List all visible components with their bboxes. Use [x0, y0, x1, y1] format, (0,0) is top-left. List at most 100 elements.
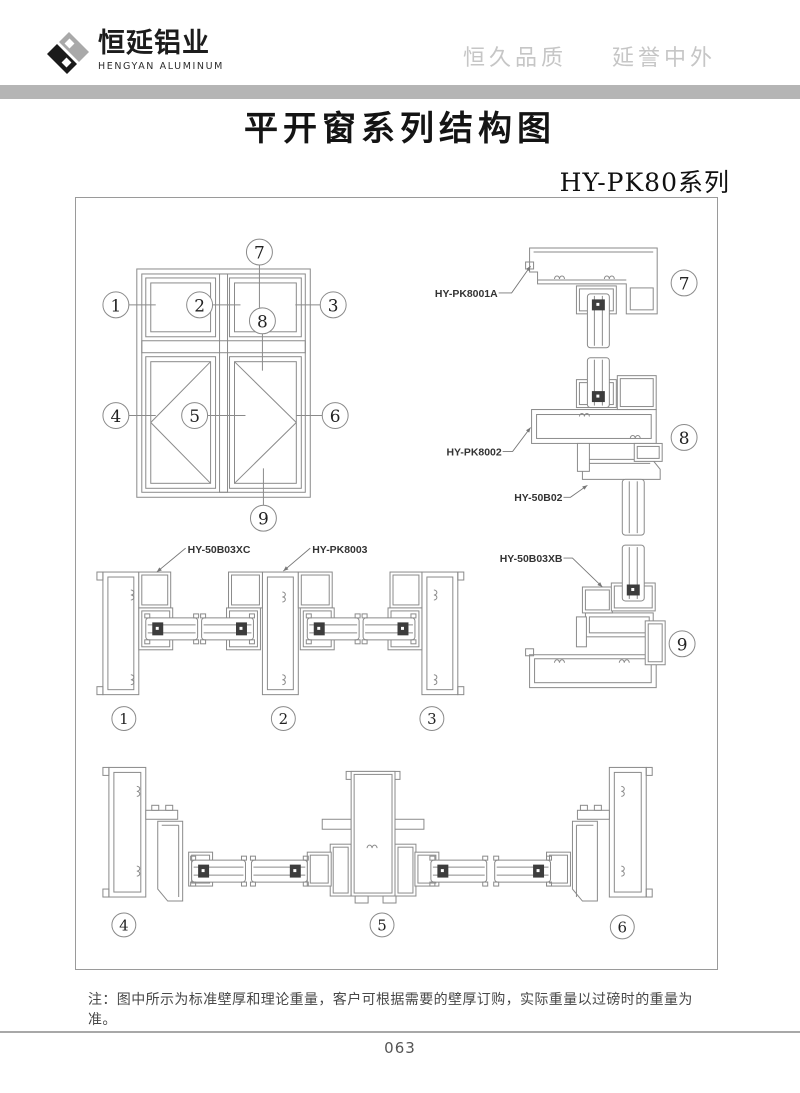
profile-code-label: HY-PK8002 [446, 447, 501, 458]
upper-right-pane [229, 277, 302, 338]
sash-profile-4 [157, 820, 184, 902]
gasket [248, 639, 255, 645]
gasket [305, 613, 312, 619]
callout-number: 8 [679, 428, 690, 448]
callout-circle [369, 912, 395, 938]
squiggle-clip [603, 275, 615, 280]
callout-number: 9 [677, 634, 688, 654]
frame-hook [96, 571, 104, 581]
sill-channel-profile [529, 654, 657, 689]
frame-profile [616, 375, 657, 411]
slogan-right: 延誉中外 [612, 46, 717, 71]
callout-circle [670, 423, 698, 451]
leader-arrow [525, 427, 531, 433]
frame-hook [102, 888, 110, 898]
sill-hook [525, 648, 535, 657]
right-open-symbol [234, 361, 297, 423]
leader-arrow [283, 566, 289, 572]
callout-circle [670, 269, 698, 297]
gasket [193, 613, 200, 619]
callout-number: 6 [618, 918, 628, 936]
transom-bar [141, 340, 306, 354]
profile-code-label: HY-50B03XC [188, 545, 251, 556]
gasket [361, 639, 368, 645]
gasket [429, 855, 436, 861]
gasket [190, 855, 197, 861]
label-leader-line [283, 547, 311, 572]
frame-hook [457, 686, 465, 696]
upper-left-pane [145, 277, 217, 338]
brand-logo-icon [47, 32, 89, 74]
head-frame-profile [529, 247, 658, 315]
callout-number: 7 [254, 243, 265, 263]
callout-number: 5 [189, 406, 200, 426]
callout-circle [321, 402, 349, 429]
frame-profile [354, 895, 369, 904]
gasket [305, 639, 312, 645]
frame-profile [138, 571, 172, 609]
mullion-bar [219, 273, 229, 493]
callout-number: 2 [194, 295, 205, 315]
profile-sections [96, 247, 666, 904]
callout-circle [609, 914, 635, 940]
frame-profile [165, 804, 174, 811]
gasket [200, 639, 207, 645]
window-elevation [136, 268, 311, 498]
label-leader-line [563, 557, 603, 588]
frame-profile [297, 571, 333, 609]
frame-profile [644, 620, 666, 666]
callout-number: 1 [119, 710, 129, 728]
profile-code-label: HY-PK8003 [312, 545, 367, 556]
sash-clamp [306, 851, 332, 887]
gasket [493, 855, 500, 861]
glazing-bead-profile [581, 458, 661, 480]
frame-profile [151, 804, 160, 811]
frame-profile [576, 809, 610, 820]
frame-hook [645, 888, 653, 898]
callout-circle [111, 706, 137, 732]
callout-number: 1 [110, 295, 121, 315]
leader-arrow [156, 567, 162, 573]
frame-profile [579, 804, 588, 811]
squiggle-clip [578, 413, 590, 417]
series-label: HY-PK80系列 [559, 168, 730, 197]
leader-arrow [526, 265, 531, 272]
left-open-symbol [150, 422, 211, 484]
brand-block: 恒延铝业 HENGYAN ALUMINUM [46, 28, 224, 76]
frame-profile [581, 586, 613, 614]
frame-profile [108, 766, 147, 898]
profile-code-label: HY-50B02 [514, 493, 562, 504]
page-title: 平开窗系列结构图 [244, 109, 556, 149]
frame-profile [228, 571, 263, 609]
footer-rule [0, 1031, 800, 1033]
gasket [193, 639, 200, 645]
transom-profile-wall [536, 414, 652, 439]
label-leader-line [502, 427, 531, 452]
callout-number: 3 [427, 710, 437, 728]
callout-number: 8 [257, 311, 268, 331]
frame-profile [261, 571, 299, 696]
squiggle-clip [282, 591, 286, 603]
glazing-unit [621, 478, 645, 536]
brand-name: 恒延铝业 [98, 28, 210, 59]
footnote: 注：图中所示为标准壁厚和理论重量，客户可根据需要的壁厚订购，实际重量以过磅时的重… [88, 992, 693, 1028]
gasket [482, 855, 489, 861]
lower-right-sash [229, 356, 302, 489]
frame-profile [593, 804, 602, 811]
gasket [410, 639, 417, 645]
callout-number: 2 [279, 710, 289, 728]
gasket [361, 613, 368, 619]
head-frame-pocket [629, 287, 654, 311]
squiggle-clip [621, 865, 625, 877]
callout-leader-lines [128, 264, 323, 506]
gasket [302, 855, 309, 861]
frame-profile [321, 818, 352, 830]
brand-subtitle: HENGYAN ALUMINUM [98, 61, 224, 73]
frame-profile [145, 809, 179, 820]
callout-number: 6 [330, 406, 341, 426]
callout-circle [102, 291, 130, 319]
gasket [144, 639, 151, 645]
